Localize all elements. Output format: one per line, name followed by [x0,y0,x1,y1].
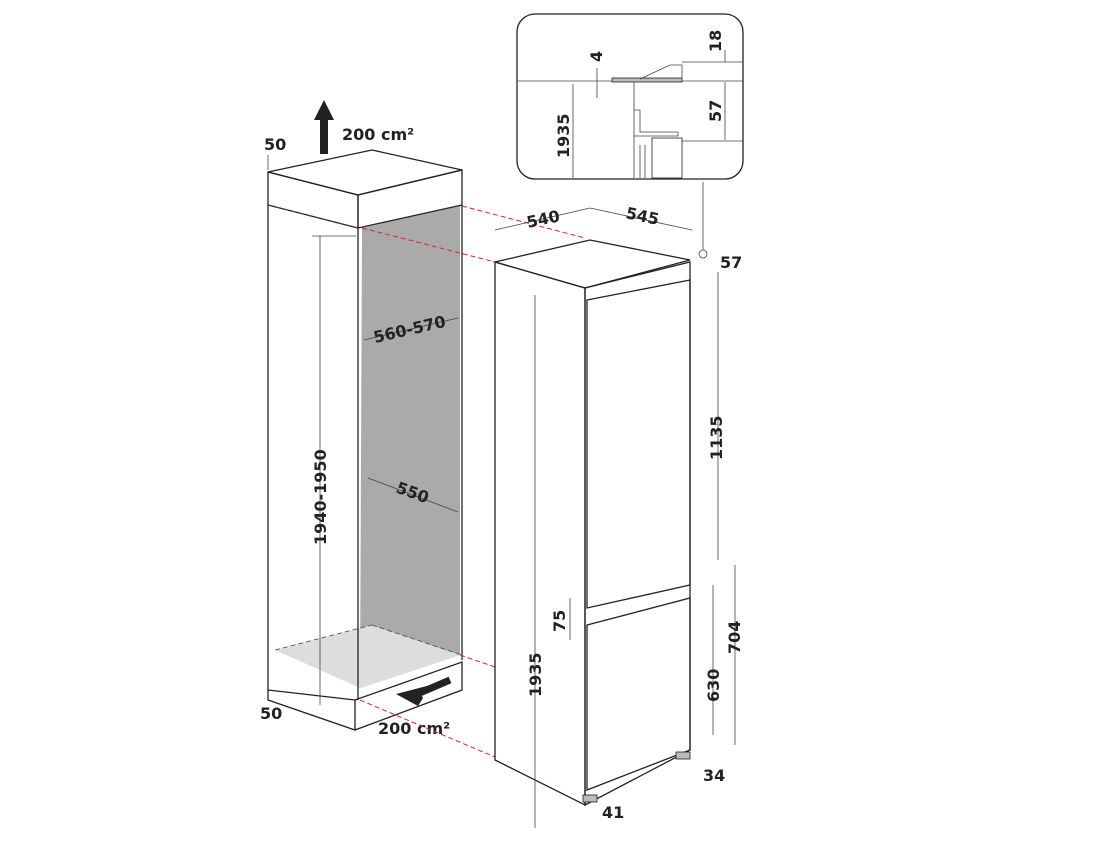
niche-interior [360,206,460,688]
top-vent-arrow-icon [314,100,334,154]
total-height-label: 1935 [526,652,545,697]
foot-height-label: 34 [703,766,725,785]
lower-door [586,597,691,791]
fridge [492,239,691,807]
lower-door-height-label: 630 [704,669,723,702]
inset-top-thickness-label: 18 [706,30,725,52]
niche-floor [275,625,460,688]
bottom-vent-offset-label: 50 [260,704,282,723]
cabinet-niche [267,149,463,731]
depth-label: 540 [525,206,562,232]
upper-door-height-label: 1135 [707,415,726,460]
upper-door [586,279,691,609]
niche-height-label: 1940-1950 [311,449,330,545]
top-vent-area-label: 200 cm² [342,125,414,144]
door-gap-label: 75 [550,610,569,632]
top-gap-label: 57 [720,253,742,272]
inset-height-label: 1935 [554,113,573,158]
detail-inset [516,13,744,180]
inset-offset-label: 57 [706,100,725,122]
width-label: 545 [624,203,661,229]
inset-gap-label: 4 [587,51,606,62]
foot-offset-label: 41 [602,803,624,822]
bottom-vent-area-label: 200 cm² [378,719,450,738]
bottom-vent-arrow-icon [396,676,452,706]
lower-section-height-label: 704 [725,621,744,654]
top-vent-offset-label: 50 [264,135,286,154]
